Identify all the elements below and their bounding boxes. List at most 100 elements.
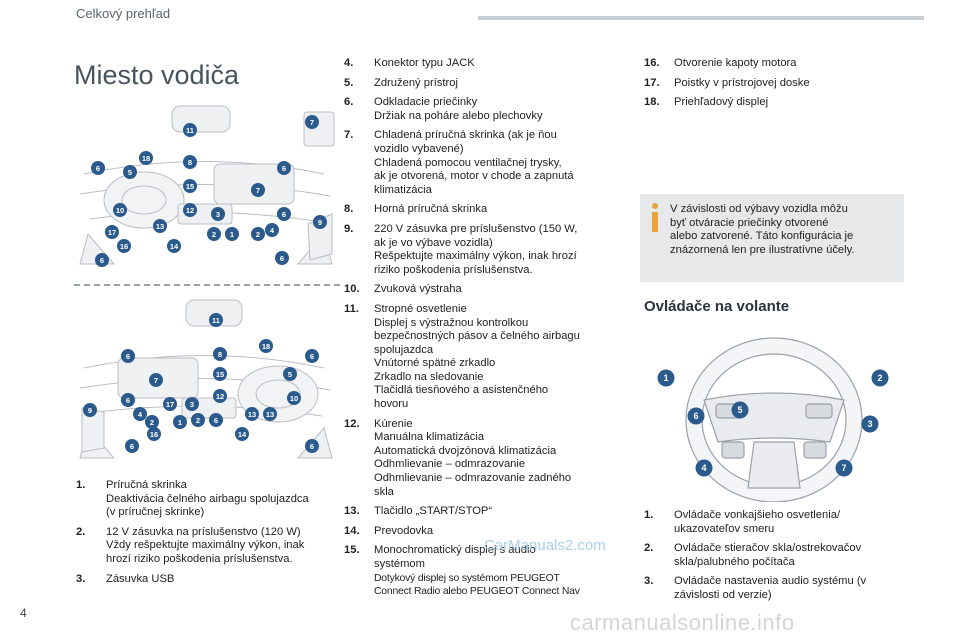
list-item: 6. Odkladacie priečinky Držiak na poháre… bbox=[344, 96, 622, 123]
steering-controls-title: Ovládače na volante bbox=[644, 298, 790, 315]
callout-13: 13 bbox=[248, 410, 256, 419]
page-number: 4 bbox=[20, 606, 27, 620]
item-number: 12. bbox=[344, 417, 360, 430]
callout-1: 1 bbox=[230, 230, 234, 239]
item-line: Príručná skrinka bbox=[106, 479, 187, 491]
item-line: Deaktivácia čelného airbagu spolujazdca bbox=[106, 492, 309, 505]
item-line: Zrkadlo na sledovanie bbox=[374, 370, 484, 383]
item-line: ak je otvorená, motor v chode a zapnutá bbox=[374, 170, 574, 183]
info-line: byť otváracie priečinky otvorené bbox=[670, 216, 829, 229]
info-box: V závislosti od výbavy vozidla môžu byť … bbox=[640, 194, 904, 282]
callout-4: 4 bbox=[701, 463, 706, 473]
info-line: znázornená len pre ilustratívne účely. bbox=[670, 243, 855, 256]
item-line: Poistky v prístrojovej doske bbox=[674, 76, 810, 89]
callout-4: 4 bbox=[270, 226, 275, 235]
list-item: 15. Monochromatický displej s audio syst… bbox=[344, 544, 622, 598]
item-line: klimatizácia bbox=[374, 183, 432, 196]
list-item: 7. Chladená príručná skrinka (ak je ňou … bbox=[344, 129, 622, 197]
bottom-callouts: 11 8 18 6 6 5 7 15 10 6 4 13 3 12 17 9 2… bbox=[83, 313, 319, 453]
callout-6c: 6 bbox=[126, 396, 130, 405]
item-line: Ovládače stieračov skla/ostrekovačov bbox=[674, 542, 862, 555]
top-callouts: 11 7 18 8 6 5 6 15 7 10 12 3 6 9 17 13 1… bbox=[91, 115, 327, 267]
item-line: Konektor typu JACK bbox=[374, 57, 475, 69]
item-line: Združený prístroj bbox=[374, 76, 458, 89]
header-bar bbox=[478, 16, 924, 20]
info-line: alebo zatvorené. Táto konfigurácia je bbox=[670, 230, 854, 243]
item-line: ukazovateľov smeru bbox=[674, 522, 775, 535]
footer-watermark: carmanualsonline.info bbox=[570, 610, 795, 635]
callout-2b: 2 bbox=[256, 230, 260, 239]
item-line: Horná príručná skrinka bbox=[374, 203, 488, 216]
callout-7: 7 bbox=[310, 118, 314, 127]
item-line: Stropné osvetlenie bbox=[374, 302, 467, 315]
list-item: 9. 220 V zásuvka pre príslušenstvo (150 … bbox=[344, 223, 622, 277]
item-number: 4. bbox=[344, 57, 354, 69]
callout-16: 16 bbox=[120, 242, 128, 251]
item-line: Chladená pomocou ventilačnej trysky, bbox=[374, 156, 562, 169]
item-number: 16. bbox=[644, 57, 660, 69]
item-line: Prevodovka bbox=[374, 524, 434, 537]
item-line: Odkladacie priečinky bbox=[374, 96, 478, 109]
list-item: 12. Kúrenie Manuálna klimatizácia Automa… bbox=[344, 418, 622, 500]
item-line: Odhmlievanie – odmrazovanie bbox=[374, 458, 526, 471]
callout-7b: 7 bbox=[256, 186, 260, 195]
item-line: Automatická dvojzónová klimatizácia bbox=[374, 444, 557, 457]
item-number: 6. bbox=[344, 96, 354, 109]
list-item: 2. 12 V zásuvka na príslušenstvo (120 W)… bbox=[76, 526, 332, 567]
list-item: 11. Stropné osvetlenie Displej s výstraž… bbox=[344, 303, 622, 412]
item-number: 9. bbox=[344, 222, 354, 235]
item-line: Otvorenie kapoty motora bbox=[674, 57, 797, 69]
item-line: hovoru bbox=[374, 398, 409, 411]
callout-8: 8 bbox=[188, 158, 192, 167]
item-line: spolujazdca bbox=[374, 343, 434, 356]
list-item: 3. Ovládače nastavenia audio systému (v … bbox=[644, 575, 906, 602]
item-line: Monochromatický displej s audio bbox=[374, 544, 536, 557]
callout-17: 17 bbox=[108, 228, 116, 237]
callout-12: 12 bbox=[186, 206, 194, 215]
item-number: 5. bbox=[344, 76, 354, 89]
item-line: Tlačidlo „START/STOP“ bbox=[374, 505, 493, 518]
list-item: 18. Priehľadový displej bbox=[644, 96, 906, 110]
list-item: 5. Združený prístroj bbox=[344, 77, 622, 91]
item-line: Ovládače vonkajšieho osvetlenia/ bbox=[674, 509, 841, 521]
item-line: závislosti od verzie) bbox=[674, 588, 772, 601]
item-line: Connect Radio alebo PEUGEOT Connect Nav bbox=[374, 586, 580, 598]
list-item: 1. Ovládače vonkajšieho osvetlenia/ ukaz… bbox=[644, 509, 906, 536]
callout-6e: 6 bbox=[280, 254, 284, 263]
list-item: 8. Horná príručná skrinka bbox=[344, 203, 622, 217]
item-number: 2. bbox=[76, 525, 86, 538]
item-number: 3. bbox=[644, 575, 654, 588]
item-number: 8. bbox=[344, 203, 354, 216]
header-section-title: Celkový prehľad bbox=[76, 6, 171, 21]
item-line: Odhmlievanie – odmrazovanie zadného bbox=[374, 472, 572, 485]
callout-10: 10 bbox=[116, 206, 124, 215]
list-right: 16. Otvorenie kapoty motora 17. Poistky … bbox=[644, 57, 906, 116]
item-line: riziko poškodenia príslušenstva. bbox=[374, 263, 533, 276]
item-line: Vnútorné spätné zrkadlo bbox=[374, 357, 496, 370]
callout-18: 18 bbox=[142, 154, 150, 163]
callout-7: 7 bbox=[154, 376, 158, 385]
callout-6b: 6 bbox=[310, 352, 314, 361]
item-line: skla/palubného počítača bbox=[674, 555, 795, 568]
list-item: 10. Zvuková výstraha bbox=[344, 283, 622, 297]
callout-6: 6 bbox=[126, 352, 130, 361]
item-line: Vždy rešpektujte maximálny výkon, inak bbox=[106, 539, 305, 552]
callout-2b: 2 bbox=[196, 416, 200, 425]
callout-12: 12 bbox=[216, 392, 224, 401]
item-line: Displej s výstražnou kontrolkou bbox=[374, 316, 529, 329]
callout-11: 11 bbox=[212, 316, 220, 325]
callout-11: 11 bbox=[186, 126, 194, 135]
item-line: hrozí riziko poškodenia príslušenstva. bbox=[106, 552, 293, 565]
item-line: Tlačidlá tiesňového a asistenčného bbox=[374, 384, 549, 397]
callout-17: 17 bbox=[166, 400, 174, 409]
list-item: 16. Otvorenie kapoty motora bbox=[644, 57, 906, 71]
item-number: 3. bbox=[76, 572, 86, 585]
callout-5: 5 bbox=[128, 168, 132, 177]
page-title: Miesto vodiča bbox=[74, 60, 240, 90]
callout-6c: 6 bbox=[282, 210, 286, 219]
item-number: 18. bbox=[644, 96, 660, 109]
steering-list: 1. Ovládače vonkajšieho osvetlenia/ ukaz… bbox=[644, 509, 906, 609]
item-line: systémom bbox=[374, 558, 425, 570]
section-divider bbox=[74, 284, 340, 286]
callout-7: 7 bbox=[841, 463, 846, 473]
